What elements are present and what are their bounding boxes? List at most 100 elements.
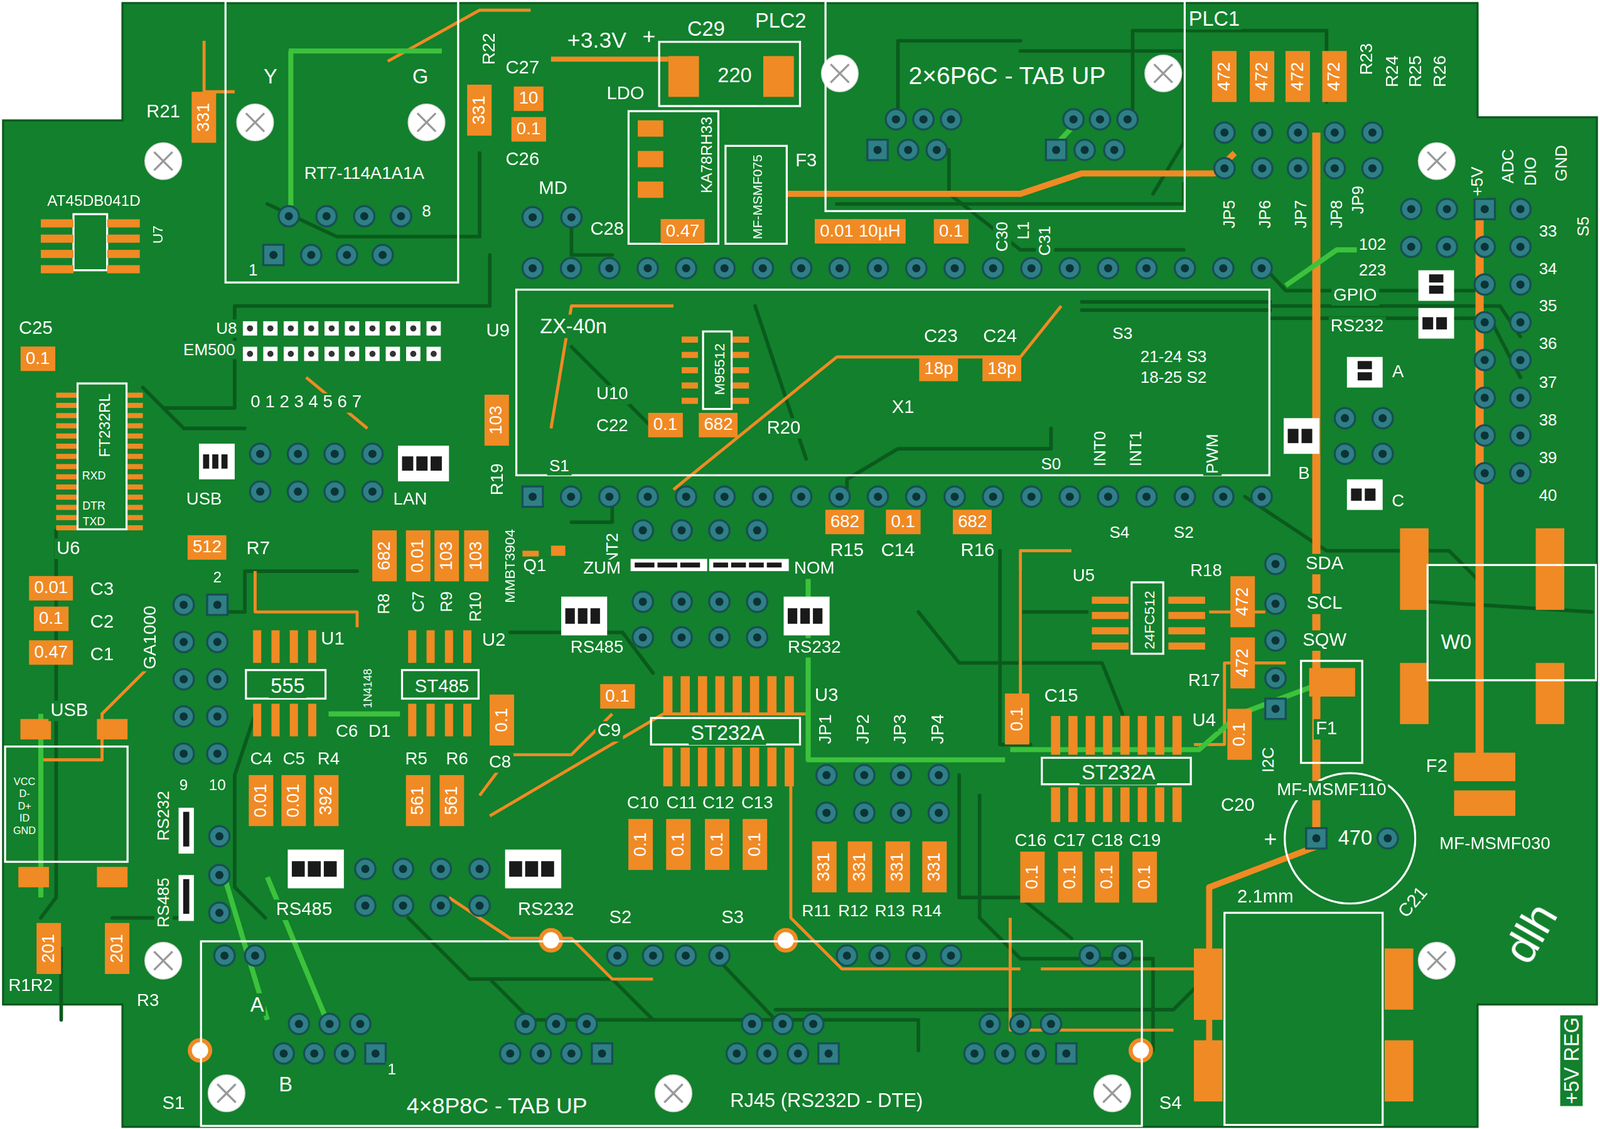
smd-pad: 0.1 [1094, 851, 1120, 903]
through-hole-pad [372, 244, 393, 266]
ic-pin [784, 747, 795, 787]
drill-hole [410, 350, 417, 358]
drill-hole [528, 213, 537, 222]
ic-pin [1120, 787, 1130, 823]
drill-hole [1480, 469, 1489, 478]
silkscreen-label: S4 [1107, 523, 1132, 542]
through-hole-pad [940, 109, 962, 130]
ic-pin [55, 433, 77, 439]
through-hole-pad [1510, 387, 1531, 409]
through-hole-pad [890, 802, 912, 824]
jumper-slot [731, 562, 747, 568]
drill-hole [598, 1049, 607, 1058]
drill-hole [179, 600, 188, 609]
through-hole-pad [207, 632, 228, 653]
jumper-slot [680, 562, 700, 568]
drill-hole [348, 325, 356, 332]
drill-hole [763, 1049, 772, 1058]
silkscreen-label: C28 [588, 219, 626, 240]
drill-hole [947, 115, 956, 124]
through-hole-pad [430, 895, 452, 917]
silkscreen-label: B [1296, 464, 1312, 484]
component-value: 0.1 [38, 608, 63, 630]
silkscreen-label: C29 [685, 17, 727, 41]
copper-trace [489, 979, 817, 1021]
silkscreen-label: R4 [315, 750, 343, 770]
component-value: 0.01 [33, 578, 68, 599]
smd-land [1454, 790, 1516, 817]
silkscreen-label: C [1389, 492, 1407, 511]
silkscreen-label: S3 [719, 908, 746, 929]
silkscreen-label: USB [48, 701, 91, 722]
silkscreen-label: PLC2 [753, 9, 809, 33]
through-hole-pad [522, 207, 543, 228]
ic-pin [732, 352, 749, 359]
jumper-slot [525, 861, 539, 877]
header-pad [365, 321, 380, 336]
component-value: 0.1 [1229, 714, 1251, 756]
through-hole-pad [676, 486, 697, 508]
drill-hole [310, 1049, 319, 1058]
through-hole-pad [1214, 158, 1236, 179]
component-value: 472 [1287, 55, 1309, 97]
orange-trace [254, 571, 358, 628]
through-hole-pad [392, 895, 414, 917]
silkscreen-label: C27 [503, 58, 542, 79]
ic-pin [426, 703, 435, 737]
silkscreen-label: X1 [890, 397, 917, 419]
component-outline: ST485 [401, 669, 480, 700]
drill-hole [328, 350, 335, 358]
smd-pad: 18p [982, 356, 1022, 382]
ic-pin [289, 630, 299, 663]
through-hole-pad [709, 627, 731, 648]
ic-pin [127, 504, 143, 510]
silkscreen-label: R14 [909, 902, 944, 921]
drill-hole [797, 264, 806, 273]
ic-pin [463, 630, 472, 663]
drill-hole [1110, 145, 1119, 154]
ic-pin [750, 676, 760, 715]
jumper-slot [183, 812, 190, 847]
drill-hole [295, 1020, 304, 1029]
smd-pad: 0.1 [511, 117, 547, 143]
smd-pad: 201 [36, 923, 62, 975]
silkscreen-label: 8 [419, 202, 434, 221]
silkscreen-label: 0 1 2 3 4 5 6 7 [248, 393, 364, 413]
drill-hole [308, 350, 315, 358]
through-hole-pad [1474, 349, 1496, 371]
through-hole-pad [632, 520, 654, 542]
drill-hole [891, 115, 901, 124]
ic-pin [681, 397, 698, 405]
jumper-slot [590, 608, 601, 624]
ic-pin [697, 676, 708, 715]
drill-hole [1218, 264, 1228, 273]
generated-artwork [40, 55, 1531, 1113]
jumper-symbol [178, 875, 194, 921]
ic-pin [127, 443, 143, 449]
through-hole-pad [637, 486, 659, 508]
through-hole-pad [244, 945, 266, 967]
drill-hole [1142, 492, 1151, 501]
drill-hole [215, 908, 224, 918]
silkscreen-label: +3.3V [565, 28, 629, 53]
ic-pin [1172, 716, 1182, 756]
component-value: 10 [519, 88, 539, 110]
silkscreen-label: JP1 [817, 712, 837, 747]
drill-hole [342, 251, 351, 260]
drill-hole [753, 526, 762, 535]
mounting-hole-mark [153, 951, 172, 970]
drill-hole [1443, 242, 1452, 252]
drill-hole [677, 597, 686, 606]
drill-hole [1293, 164, 1302, 173]
part-label: 4×8P8C - TAB UP [404, 1092, 589, 1119]
through-hole-pad [1174, 486, 1196, 508]
silkscreen-outline [1301, 660, 1363, 764]
component-outline: 2×6P6C - TAB UP [824, 0, 1186, 213]
ic-pin [127, 453, 143, 459]
header-pad [324, 321, 339, 336]
through-hole-pad [319, 1013, 341, 1035]
drill-hole [778, 1020, 787, 1029]
drill-hole [215, 832, 224, 841]
drill-hole [1480, 355, 1489, 365]
jumper-slot [634, 562, 655, 568]
